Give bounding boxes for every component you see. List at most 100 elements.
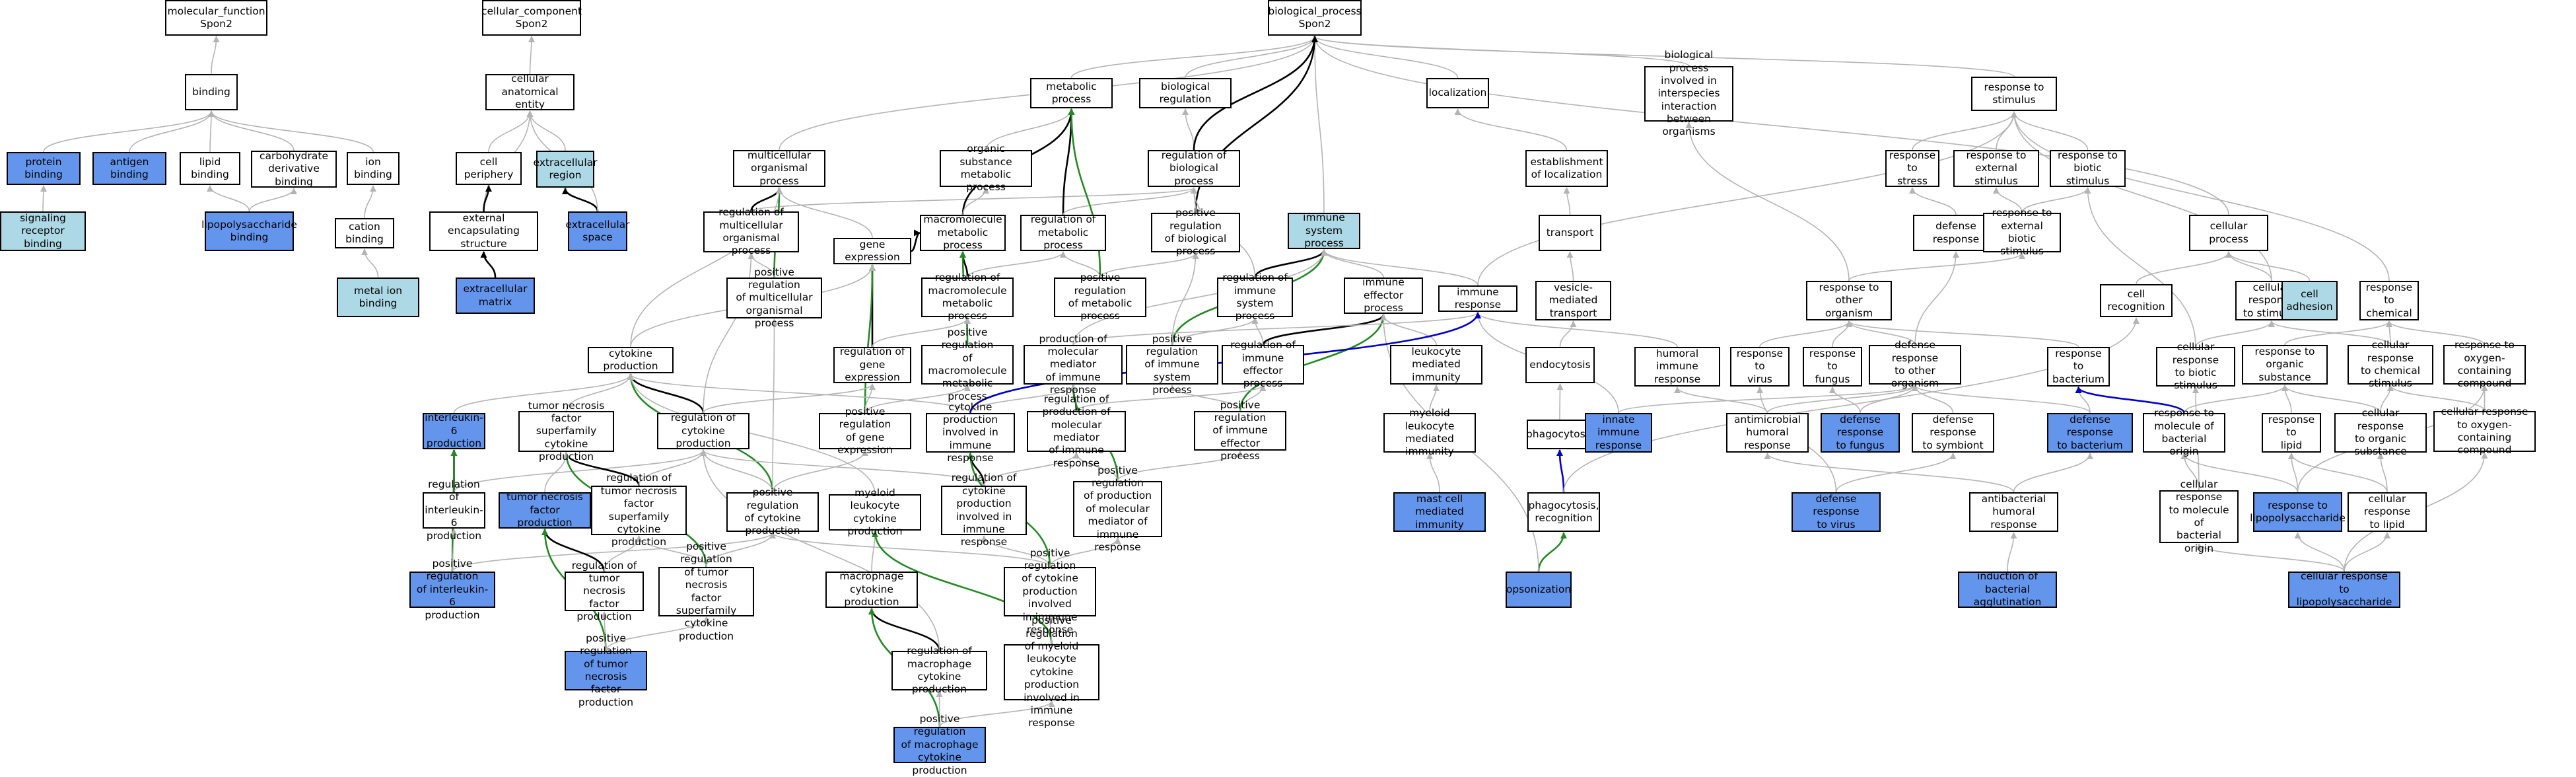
edge-rts-stress-to-rts xyxy=(1912,111,2017,151)
edge-phago-recog-to-cell-recognition xyxy=(1563,317,2140,493)
edge-carb-binding-to-binding xyxy=(208,110,295,151)
edge-cell-periphery-to-cae xyxy=(488,110,534,153)
node-cae: cellular anatomical entity xyxy=(485,73,574,110)
node-crcs: cellular response to chemical stimulus xyxy=(2348,339,2433,389)
node-prmlcp: positive regulation of myeloid leukocyte… xyxy=(1004,614,1099,729)
edge-cae-to-cc xyxy=(528,36,535,75)
edge-cr-lps-to-crmbo xyxy=(2196,543,2345,572)
node-rebs: response to external biotic stimulus xyxy=(1983,207,2061,257)
node-cytokine-prod: cytokine production xyxy=(588,347,674,373)
node-ex-space: extracellular space xyxy=(565,211,630,251)
node-isp: immune system process xyxy=(1288,211,1360,249)
edge-crbs-to-rt-biotic xyxy=(2084,187,2196,348)
node-rtmbo: response to molecule of bacterial origin xyxy=(2143,407,2225,457)
edge-prmetab-to-prbp xyxy=(1099,252,1199,278)
edge-rpmmir-to-riep xyxy=(1076,385,1267,412)
edge-prier-to-prisp xyxy=(1169,385,1241,412)
edge-metal-ion-to-cation-binding xyxy=(361,248,379,278)
edge-rt-bacterium-to-rto xyxy=(1846,320,2079,348)
edge-rmetab-to-rbp xyxy=(1062,187,1197,215)
node-rt-fungus: response to fungus xyxy=(1803,347,1862,387)
edge-amhr-to-humoral xyxy=(1674,387,1768,414)
node-mlmi: myeloid leukocyte mediated immunity xyxy=(1383,407,1476,457)
edge-metabolic-to-bp xyxy=(1070,36,1318,79)
edge-il6-to-cytokine-prod xyxy=(453,373,634,414)
node-rt-virus: response to virus xyxy=(1730,347,1790,387)
edge-riep-to-risp xyxy=(1251,317,1264,346)
node-crmbo: cellular response to molecule of bacteri… xyxy=(2159,478,2239,554)
node-carb-binding: carbohydrate derivative binding xyxy=(251,150,337,188)
edge-cpiir-to-pmmir xyxy=(969,385,1076,414)
edge-cellular-process-to-bp xyxy=(1311,36,2229,215)
node-mf: molecular_function Spon2 xyxy=(165,0,267,36)
edge-tnf-prod-to-tnfsf xyxy=(544,452,570,493)
edge-rbp-to-bp xyxy=(1193,36,1318,151)
node-iep: immune effector process xyxy=(1344,276,1423,314)
node-prcp: positive regulation of cytokine producti… xyxy=(726,486,819,536)
edge-prpmmir-to-prier xyxy=(1117,451,1243,482)
edge-mast-to-mlmi xyxy=(1426,453,1440,493)
edge-cr-lps-to-rt-lps xyxy=(2294,532,2345,572)
edge-dr-fungus-to-rt-fungus xyxy=(1829,387,1861,414)
edge-gene-expr-to-multicell xyxy=(776,187,873,239)
node-tnf-prod: tumor necrosis factor production xyxy=(499,491,591,529)
edge-ril6-to-rcp xyxy=(453,449,707,493)
node-rtos: response to organic substance xyxy=(2242,345,2328,385)
edge-prier-to-iep xyxy=(1239,314,1387,412)
node-rge: regulation of gene expression xyxy=(833,346,911,383)
edge-rto-to-interspecies xyxy=(1685,122,1850,281)
edge-lps-binding-to-carb-binding xyxy=(248,188,297,212)
edge-rtnf-to-rtnfsf xyxy=(604,535,643,572)
node-pril6: positive regulation of interleukin-6 pro… xyxy=(409,558,495,621)
node-dr-other: defense response to other organism xyxy=(1869,339,1961,389)
node-prge: positive regulation of gene expression xyxy=(819,406,911,456)
node-rcp: regulation of cytokine production xyxy=(657,412,749,449)
edge-riep-to-iep xyxy=(1262,314,1387,346)
node-humoral: humoral immune response xyxy=(1634,347,1720,387)
node-cros: cellular response to organic substance xyxy=(2334,407,2427,457)
edge-rtocc-to-rtc xyxy=(2386,320,2486,346)
edge-rmcp-to-mcp xyxy=(868,608,940,651)
edge-pmmir-to-isp xyxy=(1072,249,1327,346)
edge-crs-to-cellular-process xyxy=(2225,251,2272,281)
edge-rmmp-to-rmetab xyxy=(967,251,1066,278)
node-prmmp: positive regulation of macromolecule met… xyxy=(921,326,1014,402)
edge-rcpiir-to-rcp xyxy=(700,449,985,486)
edge-rtc-to-rts xyxy=(2011,111,2390,281)
node-macromol: macromolecule metabolic process xyxy=(920,213,1006,251)
edge-dr-bacterium-to-dr-other xyxy=(1912,385,2091,414)
edge-immune-response-to-rts xyxy=(1477,111,2017,286)
edge-lps-binding-to-lipid-binding xyxy=(207,185,250,212)
edge-mlcp-to-cytokine-prod xyxy=(627,373,876,495)
edge-mlmi-to-lmi xyxy=(1429,385,1440,414)
node-cell-adhesion: cell adhesion xyxy=(2281,281,2338,320)
node-endocytosis: endocytosis xyxy=(1525,347,1595,383)
edge-crcs-to-crs xyxy=(2268,320,2391,346)
node-pmmir: production of molecular mediator of immu… xyxy=(1024,333,1123,396)
node-rt-lipid: response to lipid xyxy=(2262,413,2321,453)
edge-prtnf-to-rtnf xyxy=(601,611,608,651)
node-ecs: external encapsulating structure xyxy=(429,211,538,251)
edge-abhr-to-dr-bacterium xyxy=(2013,453,2093,493)
edge-prcp-to-rcp xyxy=(700,449,773,493)
node-innate: innate immune response xyxy=(1585,413,1652,453)
edge-rt-biotic-to-rts xyxy=(2011,111,2089,151)
node-dr-fungus: defense response to fungus xyxy=(1821,413,1900,453)
node-il6: interleukin-6 production xyxy=(423,412,485,449)
edge-vmt-to-transport xyxy=(1566,251,1574,281)
node-binding: binding xyxy=(185,74,238,110)
node-localization: localization xyxy=(1426,78,1489,108)
node-cation-binding: cation binding xyxy=(335,218,394,248)
node-lipid-binding: lipid binding xyxy=(180,152,240,185)
node-ril6: regulation of interleukin-6 production xyxy=(423,478,485,542)
edge-transport-to-est-loc xyxy=(1563,187,1571,215)
node-cpiir: cytokine production involved in immune r… xyxy=(926,401,1015,464)
node-interspecies: biological process involved in interspec… xyxy=(1644,49,1733,137)
node-extracellular-region: extracellular region xyxy=(533,151,598,188)
edge-ex-space-to-extracellular-region xyxy=(562,188,599,212)
node-rtnf: regulation of tumor necrosis factor prod… xyxy=(565,560,644,622)
edge-cpiir-to-cytokine-prod xyxy=(627,373,971,414)
edge-est-loc-to-localization xyxy=(1454,108,1568,151)
node-rpmmir: regulation of production of molecular me… xyxy=(1027,393,1126,469)
